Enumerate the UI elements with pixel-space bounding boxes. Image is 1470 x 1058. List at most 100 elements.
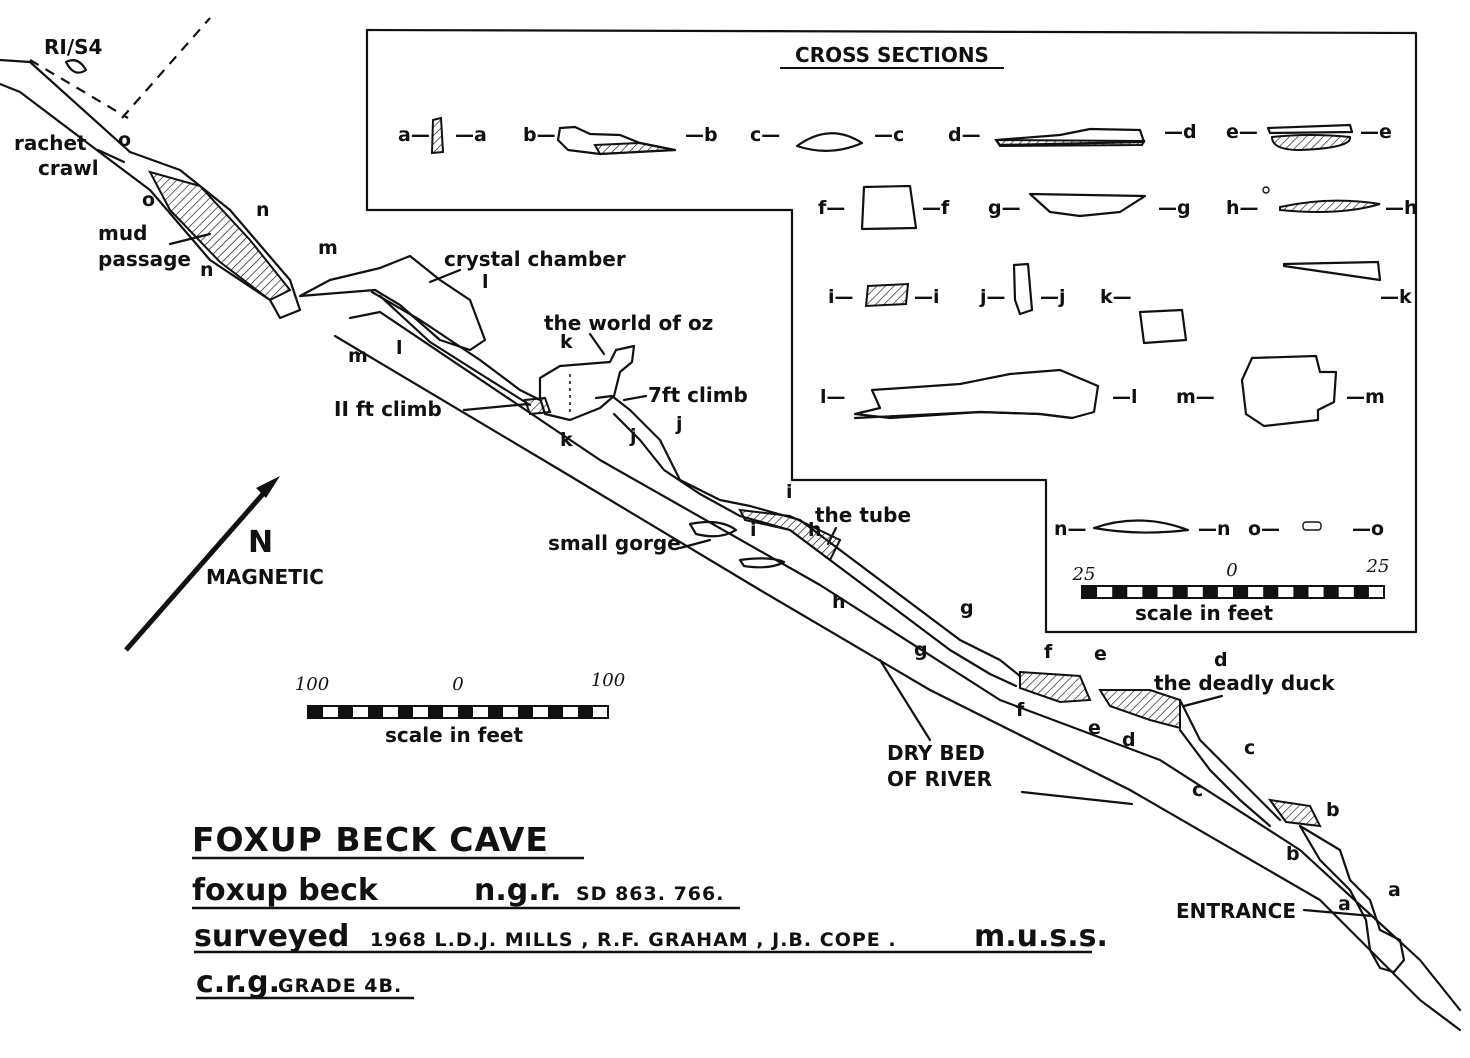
section-m-label: m— xyxy=(1176,386,1215,408)
section-o-label: o— xyxy=(1248,518,1280,540)
cross-sections-panel: CROSS SECTIONS a— —a b— —b c— —c d— —d e… xyxy=(365,28,1418,634)
r1s4-label: RI/S4 xyxy=(44,35,102,59)
section-d-label: d— xyxy=(948,124,981,146)
ngr-value: SD 863. 766. xyxy=(576,883,724,905)
rachet-crawl-label: rachet xyxy=(14,131,87,155)
svg-text:100: 100 xyxy=(591,670,625,691)
section-l-label: l— xyxy=(820,386,846,408)
svg-text:j: j xyxy=(629,425,637,447)
section-g-label: g— xyxy=(988,197,1021,219)
section-e-label: e— xyxy=(1226,121,1258,143)
climb-7ft-label: 7ft climb xyxy=(648,383,748,407)
svg-text:e: e xyxy=(1088,717,1101,739)
section-j-label: j— xyxy=(979,286,1006,308)
svg-text:e: e xyxy=(1094,643,1107,665)
dry-river-bed xyxy=(348,310,1462,1012)
section-b-label: b— xyxy=(523,124,556,146)
svg-text:—m: —m xyxy=(1346,386,1385,408)
surveyed-label: surveyed xyxy=(194,919,349,954)
svg-text:—n: —n xyxy=(1198,518,1231,540)
svg-text:—i: —i xyxy=(914,286,940,308)
svg-text:—g: —g xyxy=(1158,197,1191,219)
entrance-label: ENTRANCE xyxy=(1176,899,1296,923)
svg-text:25: 25 xyxy=(1072,564,1096,585)
the-tube-label: the tube xyxy=(815,503,911,527)
svg-text:j: j xyxy=(675,413,683,435)
svg-text:h: h xyxy=(808,519,822,541)
svg-text:—j: —j xyxy=(1040,286,1066,308)
svg-text:scale in feet: scale in feet xyxy=(385,723,524,747)
north-arrow: N MAGNETIC xyxy=(124,476,324,652)
svg-text:k: k xyxy=(560,331,573,353)
svg-text:—f: —f xyxy=(922,197,950,219)
crystal-chamber-label: crystal chamber xyxy=(444,247,626,271)
survey-title: FOXUP BECK CAVE xyxy=(192,820,549,859)
svg-text:n: n xyxy=(256,199,270,221)
title-block: FOXUP BECK CAVE foxup beck n.g.r. SD 863… xyxy=(192,820,1108,1000)
svg-text:g: g xyxy=(960,597,974,619)
svg-text:—b: —b xyxy=(685,124,718,146)
section-h-label: h— xyxy=(1226,197,1259,219)
svg-text:—k: —k xyxy=(1380,286,1412,308)
section-c-label: c— xyxy=(750,124,780,146)
ngr-label: n.g.r. xyxy=(474,873,562,908)
svg-text:c: c xyxy=(1192,779,1203,801)
svg-text:—c: —c xyxy=(874,124,904,146)
svg-text:0: 0 xyxy=(452,674,463,695)
svg-text:g: g xyxy=(914,639,928,661)
mud-passage-label: mud xyxy=(98,221,147,245)
club-label: m.u.s.s. xyxy=(974,919,1108,954)
svg-text:passage: passage xyxy=(98,247,191,271)
svg-text:m: m xyxy=(348,345,368,367)
svg-text:b: b xyxy=(1326,799,1340,821)
svg-text:scale in feet: scale in feet xyxy=(1135,601,1274,625)
svg-text:OF RIVER: OF RIVER xyxy=(887,767,992,791)
svg-text:l: l xyxy=(482,271,489,293)
cross-section-scale-bar: 25 0 25 scale in feet xyxy=(1072,556,1390,625)
svg-text:0: 0 xyxy=(1226,560,1237,581)
svg-text:—o: —o xyxy=(1352,518,1384,540)
svg-text:25: 25 xyxy=(1366,556,1390,577)
svg-text:f: f xyxy=(1044,641,1053,663)
surveyed-value: 1968 L.D.J. MILLS , R.F. GRAHAM , J.B. C… xyxy=(370,929,897,951)
svg-text:n: n xyxy=(200,259,214,281)
svg-text:i: i xyxy=(750,519,757,541)
svg-text:h: h xyxy=(832,591,846,613)
feature-labels: RI/S4 rachet crawl mud passage crystal c… xyxy=(14,35,1401,923)
grade-value: GRADE 4B. xyxy=(278,975,402,997)
section-n-label: n— xyxy=(1054,518,1087,540)
svg-text:f: f xyxy=(1016,699,1025,721)
svg-text:m: m xyxy=(318,237,338,259)
cross-sections-heading: CROSS SECTIONS xyxy=(795,43,989,67)
grade-label: c.r.g. xyxy=(196,965,280,1000)
svg-text:l: l xyxy=(396,337,403,359)
climb-11ft-label: II ft climb xyxy=(334,397,442,421)
svg-text:d: d xyxy=(1214,649,1228,671)
cave-plan xyxy=(0,17,1462,1032)
svg-text:o: o xyxy=(142,189,155,211)
svg-text:k: k xyxy=(560,429,573,451)
main-scale-bar: 100 0 100 scale in feet xyxy=(295,670,625,747)
svg-text:—a: —a xyxy=(455,124,487,146)
section-f-label: f— xyxy=(818,197,845,219)
svg-text:—e: —e xyxy=(1360,121,1392,143)
svg-text:i: i xyxy=(786,481,793,503)
svg-text:o: o xyxy=(118,129,131,151)
section-a-label: a— xyxy=(398,124,430,146)
svg-text:100: 100 xyxy=(295,674,329,695)
svg-text:a: a xyxy=(1338,893,1351,915)
svg-text:c: c xyxy=(1244,737,1255,759)
section-i-label: i— xyxy=(828,286,854,308)
north-arrow-icon xyxy=(124,484,272,652)
svg-text:a: a xyxy=(1388,879,1401,901)
dry-river-label: DRY BED xyxy=(887,741,985,765)
small-gorge-label: small gorge xyxy=(548,531,681,555)
location-label: foxup beck xyxy=(192,873,379,908)
svg-text:crawl: crawl xyxy=(38,156,99,180)
svg-text:—d: —d xyxy=(1164,121,1197,143)
svg-text:d: d xyxy=(1122,729,1136,751)
world-of-oz-label: the world of oz xyxy=(544,311,713,335)
north-label: MAGNETIC xyxy=(206,565,324,589)
deadly-duck-label: the deadly duck xyxy=(1154,671,1335,695)
